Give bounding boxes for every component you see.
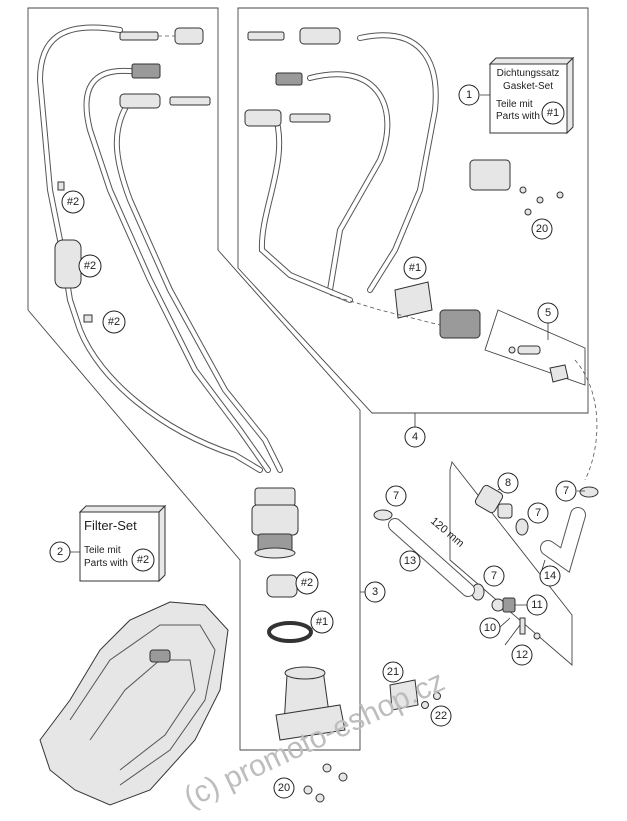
callout-7-middle: 7: [527, 502, 549, 524]
hose-clamps: [373, 486, 599, 601]
key-callout-2-upper: #2: [61, 190, 85, 214]
key-callout-2-adapter: #2: [295, 571, 319, 595]
svg-text:21: 21: [387, 666, 399, 678]
callout-5: 5: [537, 302, 559, 324]
filter-box-key-callout: #2: [131, 548, 155, 572]
svg-text:20: 20: [278, 782, 290, 794]
callout-7-right: 7: [555, 480, 577, 502]
callout-20-top: 20: [531, 218, 553, 240]
fuel-tank: [39, 601, 229, 806]
callout-7-left: 7: [385, 485, 407, 507]
key-callout-2-filter: #2: [78, 254, 102, 278]
svg-text:2: 2: [57, 546, 63, 558]
left-lower-connector: [119, 93, 211, 109]
key-callout-2-lower: #2: [102, 310, 126, 334]
callout-14: 14: [539, 565, 561, 587]
bottom-screws: [303, 763, 348, 803]
svg-text:#2: #2: [108, 316, 120, 328]
right-assembly-frame: [237, 7, 589, 414]
callout-13: 13: [399, 550, 421, 572]
svg-text:10: 10: [484, 622, 496, 634]
svg-text:5: 5: [545, 307, 551, 319]
svg-text:1: 1: [466, 89, 472, 101]
right-hoses: [258, 32, 439, 303]
callout-20-bottom: 20: [273, 777, 295, 799]
quick-release-coupling: [394, 159, 564, 339]
callout-10: 10: [479, 617, 501, 639]
gasket-box-key-callout: #1: [541, 101, 565, 125]
pump-oring: [267, 621, 313, 643]
svg-text:22: 22: [435, 710, 447, 722]
right-lower-connector: [244, 109, 331, 127]
filter-box-title: Filter-Set: [84, 518, 137, 533]
filter-set-box: Filter-Set Teile mit Parts with: [78, 504, 167, 583]
gasket-box-line1: Dichtungssatz: [497, 68, 560, 79]
callout-7-lower: 7: [483, 565, 505, 587]
hose-length-dimension: 120 mm: [428, 515, 466, 550]
svg-text:20: 20: [536, 223, 548, 235]
gasket-box-line2: Gasket-Set: [503, 81, 553, 92]
filter-box-line2: Parts with: [84, 558, 128, 569]
svg-text:#2: #2: [137, 554, 149, 566]
pump-fitting: [491, 597, 541, 640]
elbow-hose: [540, 507, 586, 574]
right-mid-connector: [275, 72, 303, 86]
pump-housing: [275, 666, 346, 741]
svg-text:#2: #2: [301, 577, 313, 589]
fuel-pump-unit: [251, 487, 299, 559]
callout-8: 8: [497, 472, 519, 494]
svg-text:#1: #1: [547, 107, 559, 119]
left-mid-connector: [131, 63, 161, 79]
svg-text:#1: #1: [316, 616, 328, 628]
pump-adapter-ring: [266, 574, 298, 598]
return-dash-line: [574, 359, 598, 481]
callout-1: 1: [458, 84, 480, 106]
key-callout-1-hose: #1: [403, 256, 427, 280]
svg-text:7: 7: [535, 507, 541, 519]
filter-box-line1: Teile mit: [84, 545, 121, 556]
svg-text:#1: #1: [409, 262, 421, 274]
fuel-hose-120mm: [388, 518, 475, 597]
svg-text:13: 13: [404, 555, 416, 567]
svg-text:#2: #2: [67, 196, 79, 208]
callout-11: 11: [526, 594, 548, 616]
svg-text:3: 3: [372, 586, 378, 598]
callout-21: 21: [382, 661, 404, 683]
key-callout-1-oring: #1: [310, 610, 334, 634]
svg-text:7: 7: [491, 570, 497, 582]
callout-3: 3: [364, 581, 386, 603]
hose-dash-lines: [329, 294, 441, 326]
svg-text:14: 14: [544, 570, 556, 582]
gasket-box-line3: Teile mit: [496, 99, 533, 110]
callout-4: 4: [404, 426, 426, 448]
svg-text:11: 11: [531, 599, 542, 611]
coupling-sleeve-set: [484, 309, 586, 386]
gasket-set-box: Dichtungssatz Gasket-Set Teile mit Parts…: [488, 56, 575, 135]
callout-2: 2: [49, 541, 71, 563]
svg-text:7: 7: [393, 490, 399, 502]
callout-22: 22: [430, 705, 452, 727]
left-top-connector: [119, 27, 204, 45]
bracket-plate: [389, 679, 441, 711]
left-assembly-frame: [27, 7, 361, 751]
right-top-connector: [247, 27, 341, 45]
svg-text:12: 12: [516, 649, 528, 661]
left-hoses: [36, 24, 283, 473]
svg-text:#2: #2: [84, 260, 96, 272]
fuel-injector: [474, 484, 513, 519]
svg-text:4: 4: [412, 431, 418, 443]
svg-text:7: 7: [563, 485, 569, 497]
gasket-box-line4: Parts with: [496, 111, 540, 122]
callout-12: 12: [511, 644, 533, 666]
svg-text:8: 8: [505, 477, 511, 489]
